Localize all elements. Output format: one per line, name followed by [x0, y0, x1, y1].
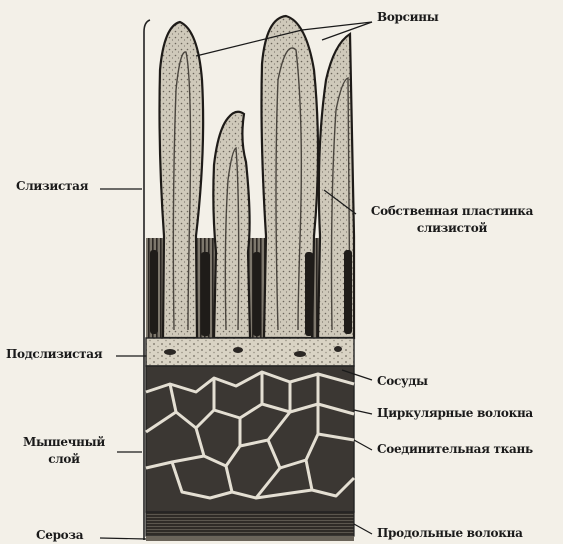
- longitudinal-fibers-band: [146, 512, 354, 536]
- label-muscular-line1: Мышечный: [14, 434, 114, 451]
- label-circular-fibers: Циркулярные волокна: [377, 405, 533, 422]
- label-muscular-line2: слой: [14, 451, 114, 468]
- label-lamina-propria-line1: Собственная пластинка: [362, 203, 542, 220]
- label-villi: Ворсины: [377, 9, 438, 26]
- label-submucosa: Подслизистая: [6, 346, 102, 363]
- label-vessels: Сосуды: [377, 373, 428, 390]
- serosa-band: [146, 536, 354, 541]
- label-lamina-propria-line2: слизистой: [362, 220, 542, 237]
- muscular-layer: [146, 366, 354, 512]
- submucosa-band: [146, 338, 354, 366]
- villus-1: [160, 22, 204, 338]
- label-lamina-propria: Собственная пластинка слизистой: [362, 203, 542, 237]
- label-mucosa: Слизистая: [16, 178, 88, 195]
- label-serosa: Сероза: [36, 527, 83, 544]
- label-longitudinal-fibers: Продольные волокна: [377, 525, 523, 542]
- label-connective-tissue: Соединительная ткань: [377, 441, 533, 458]
- label-muscular-layer: Мышечный слой: [14, 434, 114, 468]
